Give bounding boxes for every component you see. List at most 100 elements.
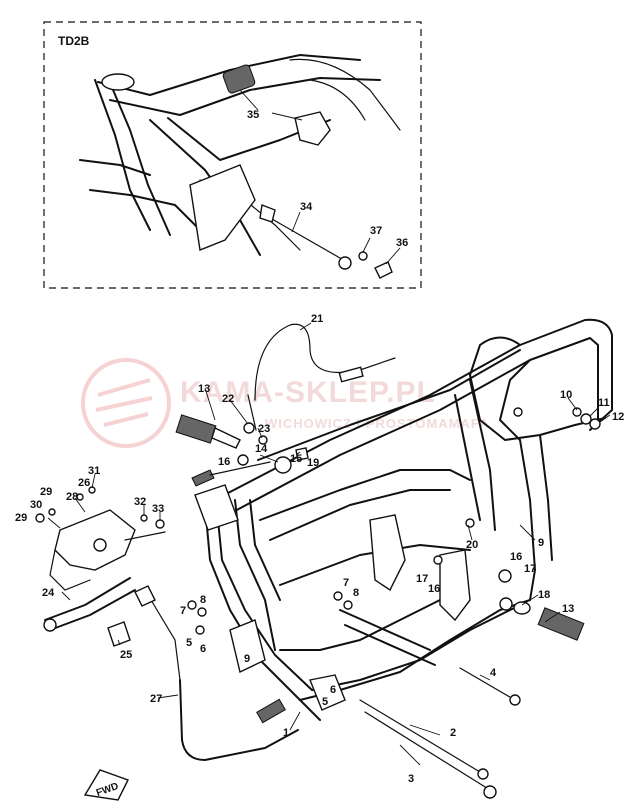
inset-frame-tube <box>97 54 361 96</box>
callout-5: 5 <box>322 696 328 708</box>
part-washer <box>258 435 268 445</box>
frame-cross-tube <box>269 489 451 541</box>
inset-title: TD2B <box>58 34 90 48</box>
callout-36: 36 <box>396 237 408 249</box>
part-cable <box>254 323 396 401</box>
inset-frame-tube <box>289 58 401 131</box>
callout-18: 18 <box>538 589 550 601</box>
inset-rod <box>264 214 341 259</box>
part-footrest-bar <box>49 589 136 631</box>
part-washer <box>237 454 249 466</box>
callout-1: 1 <box>283 727 289 739</box>
callout-20: 20 <box>466 539 478 551</box>
callout-2: 2 <box>450 727 456 739</box>
part-long-bolt <box>459 667 516 701</box>
inset-rod-bracket <box>259 204 276 223</box>
part-cap <box>589 418 601 430</box>
inset-border <box>43 21 422 289</box>
swingarm-pivot <box>344 624 436 666</box>
inset-washer <box>358 251 368 261</box>
callout-3: 3 <box>408 773 414 785</box>
part-spring <box>191 469 215 487</box>
callout-7: 7 <box>180 605 186 617</box>
frame-rear-loop <box>469 336 606 441</box>
frame-steering-head <box>194 484 239 531</box>
part-washer <box>499 597 513 611</box>
frame-down-tube <box>217 519 313 691</box>
frame-down-tube <box>234 499 276 651</box>
callout-17: 17 <box>416 573 428 585</box>
inset-rubber-damper <box>222 64 256 94</box>
callout-35: 35 <box>247 109 259 121</box>
callout-34: 34 <box>300 201 313 213</box>
callout-24: 24 <box>42 587 55 599</box>
leader-lines <box>47 322 611 766</box>
part-footrest-bracket <box>513 601 531 615</box>
part-rod-end <box>134 585 156 607</box>
callout-16: 16 <box>510 551 522 563</box>
callout-6: 6 <box>200 643 206 655</box>
watermark-text: KAMA-SKLEP.PL <box>180 376 436 409</box>
callout-21: 21 <box>311 313 323 325</box>
inset-td2b: TD2B 35 34 37 36 <box>43 21 422 289</box>
part-brake-rod <box>144 589 181 681</box>
callout-16: 16 <box>428 583 440 595</box>
part-pivot-shaft <box>359 699 486 776</box>
part-cap <box>107 621 131 647</box>
forward-arrow: FWD <box>83 769 129 801</box>
inset-frame-tube <box>89 189 201 231</box>
callout-28: 28 <box>66 491 78 503</box>
callout-22: 22 <box>222 393 234 405</box>
callout-9: 9 <box>538 537 544 549</box>
part-brake-spring <box>256 698 286 724</box>
frame-cradle-rail <box>311 604 521 691</box>
part-brake-rod <box>179 679 299 761</box>
callout-17: 17 <box>524 563 536 575</box>
part-clip <box>274 456 292 474</box>
part-washer <box>572 407 582 417</box>
callout-4: 4 <box>490 667 497 679</box>
callout-15: 15 <box>290 453 302 465</box>
inset-clamp <box>294 111 331 146</box>
part-footrest-bracket <box>211 427 241 449</box>
fwd-arrow-icon <box>83 769 129 801</box>
callout-14: 14 <box>255 443 268 455</box>
part-footrest-bar <box>44 577 131 621</box>
part-pivot-shaft <box>364 711 491 791</box>
callout-12: 12 <box>612 411 624 423</box>
main-frame <box>194 318 613 721</box>
frame-cradle-rail <box>279 599 441 651</box>
watermark-logo-icon <box>81 358 171 448</box>
frame-cross-tube <box>259 469 471 521</box>
engine-mount-plate <box>439 549 471 622</box>
callout-33: 33 <box>152 503 164 515</box>
inset-gusset <box>189 164 256 251</box>
frame-rear-strut <box>519 439 536 601</box>
part-washer <box>498 569 512 583</box>
inset-frame-tube <box>109 77 381 116</box>
callout-11: 11 <box>598 397 610 409</box>
frame-top-rail <box>257 349 521 461</box>
watermark: KAMA-SKLEP.PL WICHOWICZ I PROSTOMAMAFA <box>81 358 489 448</box>
callout-25: 25 <box>120 649 132 661</box>
frame-rear-strut <box>469 379 496 531</box>
inset-frame-tube <box>309 79 366 121</box>
frame-down-tube <box>204 504 321 721</box>
callout-30: 30 <box>30 499 42 511</box>
inset-frame-tube <box>79 159 151 176</box>
callout-10: 10 <box>560 389 572 401</box>
part-nut <box>580 413 592 425</box>
callout-5: 5 <box>186 637 192 649</box>
callout-6: 6 <box>330 684 336 696</box>
callout-29: 29 <box>15 512 27 524</box>
inset-rod-end <box>338 256 352 270</box>
callout-32: 32 <box>134 496 146 508</box>
callout-8: 8 <box>353 587 359 599</box>
callout-16: 16 <box>218 456 230 468</box>
part-cable-adjuster <box>338 366 364 383</box>
callout-8: 8 <box>200 594 206 606</box>
frame-rear-strut <box>539 434 553 561</box>
callout-9: 9 <box>244 653 250 665</box>
